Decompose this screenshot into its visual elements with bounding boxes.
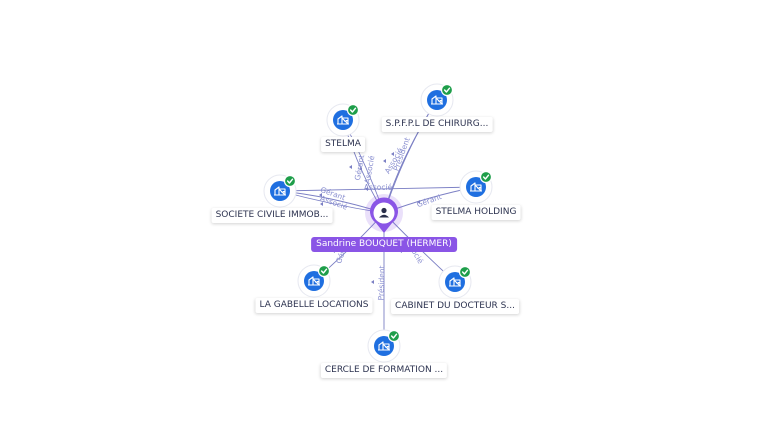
company-node-cabinet[interactable] xyxy=(438,265,472,299)
company-label-societe[interactable]: SOCIETE CIVILE IMMOB... xyxy=(211,208,333,223)
company-node-gabelle[interactable] xyxy=(297,264,331,298)
edge-arrow xyxy=(365,187,368,191)
edge-label: Président xyxy=(376,265,386,300)
edge-arrow xyxy=(320,202,323,206)
company-label-holding[interactable]: STELMA HOLDING xyxy=(431,205,521,220)
node-core xyxy=(374,336,394,356)
company-node-spfpl[interactable] xyxy=(420,83,454,117)
person-node-center[interactable] xyxy=(365,194,403,233)
verified-check-icon xyxy=(479,170,493,184)
company-node-cercle[interactable] xyxy=(367,329,401,363)
company-label-spfpl[interactable]: S.P.F.P.L DE CHIRURG... xyxy=(381,117,493,132)
building-icon xyxy=(431,95,443,105)
edge-arrow xyxy=(319,193,322,197)
edge-label: Associé xyxy=(364,183,393,192)
verified-check-icon xyxy=(346,103,360,117)
building-icon xyxy=(337,115,349,125)
person-label-center[interactable]: Sandrine BOUQUET (HERMER) xyxy=(311,237,457,252)
edge-arrow xyxy=(371,280,374,284)
company-node-societe[interactable] xyxy=(263,174,297,208)
company-label-cabinet[interactable]: CABINET DU DOCTEUR S... xyxy=(391,299,519,314)
edge-arrow xyxy=(383,159,386,163)
company-node-stelma[interactable] xyxy=(326,103,360,137)
company-label-stelma[interactable]: STELMA xyxy=(321,137,365,152)
building-icon xyxy=(274,186,286,196)
edge-label: Gérant xyxy=(353,154,366,181)
building-icon xyxy=(378,341,390,351)
verified-check-icon xyxy=(458,265,472,279)
company-node-holding[interactable] xyxy=(459,170,493,204)
building-icon xyxy=(449,277,461,287)
company-label-cercle[interactable]: CERCLE DE FORMATION ... xyxy=(320,363,448,378)
node-core xyxy=(333,110,353,130)
verified-check-icon xyxy=(317,264,331,278)
node-core xyxy=(270,181,290,201)
relation-edge-societe-holding xyxy=(279,186,477,192)
person-icon xyxy=(379,207,389,218)
verified-check-icon xyxy=(387,329,401,343)
nodes-layer xyxy=(263,83,493,363)
building-icon xyxy=(470,182,482,192)
edge-arrow xyxy=(359,167,362,171)
node-core xyxy=(427,90,447,110)
node-core xyxy=(466,177,486,197)
company-label-gabelle[interactable]: LA GABELLE LOCATIONS xyxy=(255,298,373,313)
verified-check-icon xyxy=(283,174,297,188)
node-core xyxy=(304,271,324,291)
edge-arrow xyxy=(349,165,352,169)
verified-check-icon xyxy=(440,83,454,97)
edge-arrow xyxy=(391,152,394,156)
edge-arrow xyxy=(417,200,420,204)
node-core xyxy=(445,272,465,292)
building-icon xyxy=(308,276,320,286)
